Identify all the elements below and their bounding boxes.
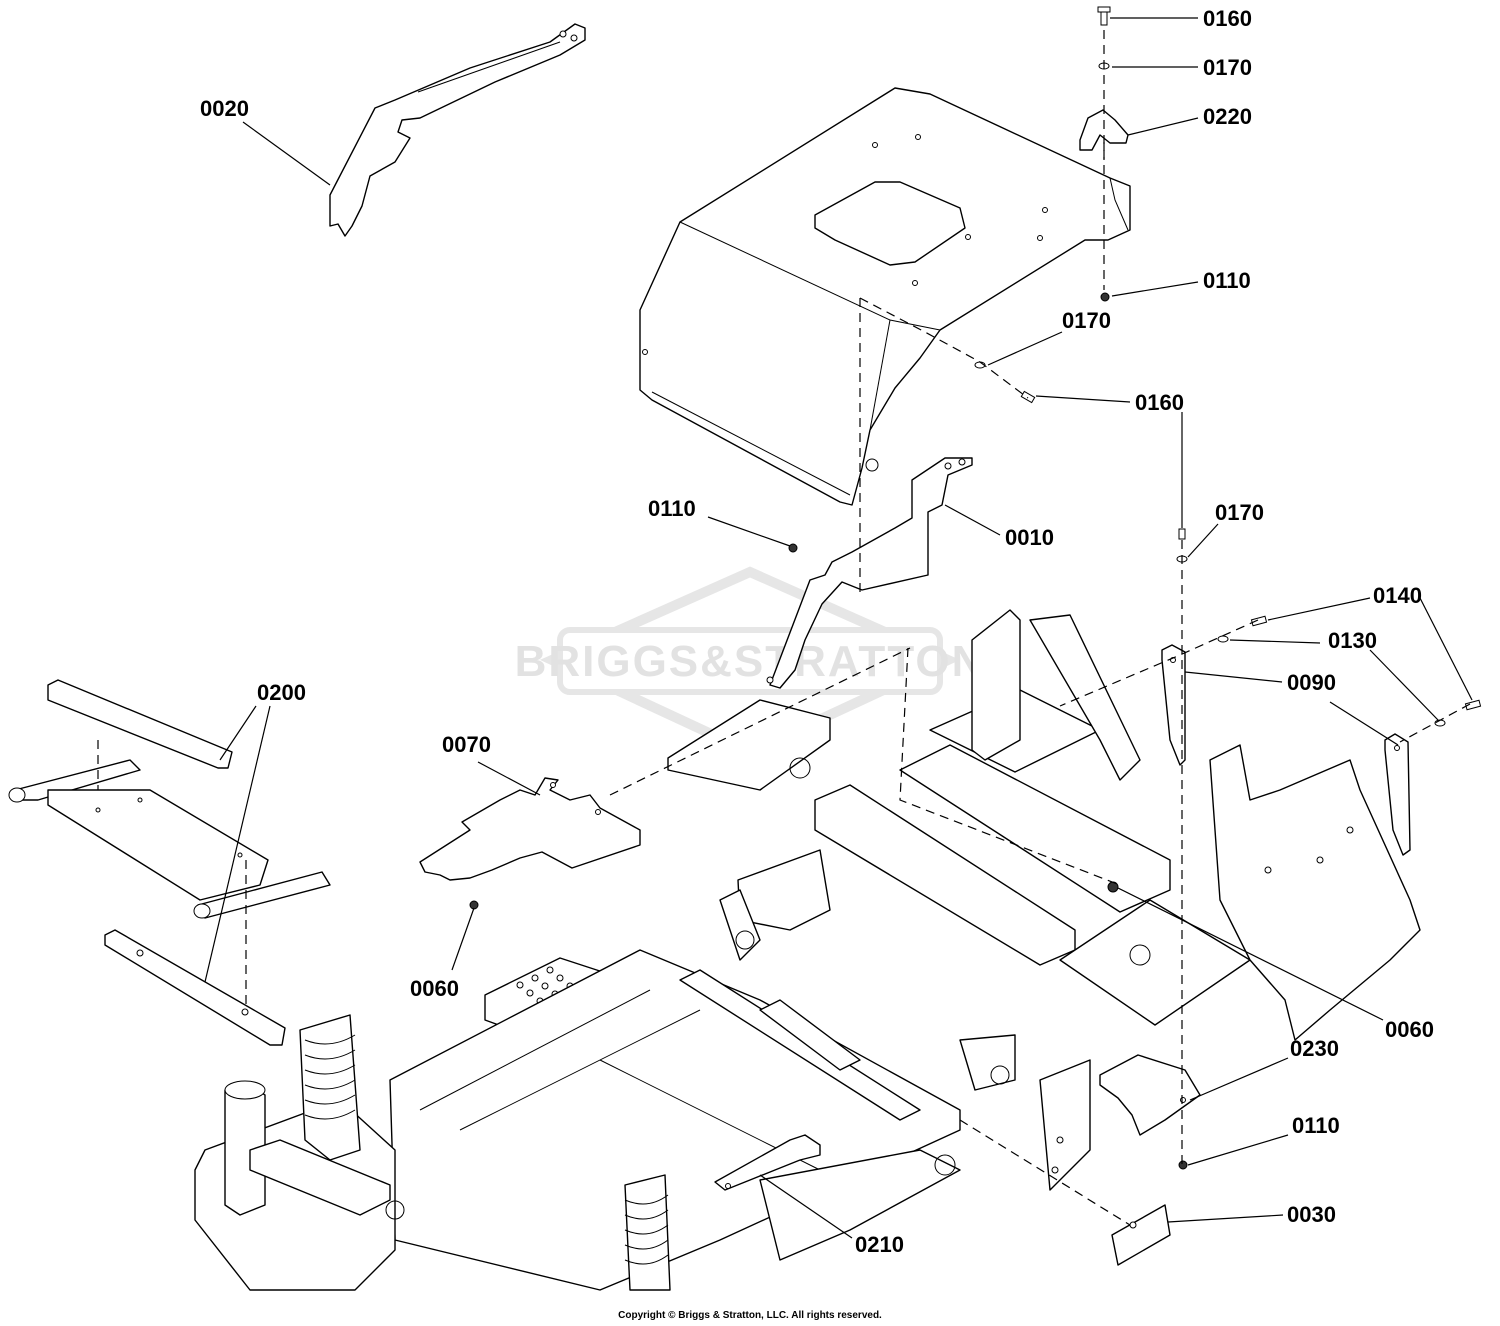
part-0030-plate[interactable] [1111, 1204, 1171, 1266]
part-0020-bracket[interactable] [329, 23, 586, 237]
callout-0090: 0090 [1287, 670, 1336, 695]
part-0010-seat-pan[interactable] [639, 87, 1131, 506]
part-0090-bracket-right[interactable] [1384, 733, 1411, 856]
mower-frame-chassis [194, 609, 1421, 1291]
part-0220-clip[interactable] [1079, 109, 1129, 151]
callout-0230: 0230 [1290, 1036, 1339, 1061]
part-0230-shield[interactable] [1099, 1054, 1201, 1136]
callout-0160-mid: 0160 [1135, 390, 1184, 415]
part-0070-bracket[interactable] [419, 777, 641, 881]
callout-0060-left: 0060 [410, 976, 459, 1001]
callout-0170-lower: 0170 [1215, 500, 1264, 525]
assembly-dashed-lines [97, 30, 1471, 1226]
callout-leader-lines [204, 17, 1473, 1239]
callout-0200: 0200 [257, 680, 306, 705]
callout-0170-mid: 0170 [1062, 308, 1111, 333]
callout-0220: 0220 [1203, 104, 1252, 129]
callout-0070: 0070 [442, 732, 491, 757]
part-0090-bracket-left[interactable] [1161, 644, 1186, 766]
callout-0140: 0140 [1373, 583, 1422, 608]
part-0210-bracket[interactable] [714, 1134, 821, 1191]
copyright-footer: Copyright © Briggs & Stratton, LLC. All … [618, 1310, 882, 1321]
part-0010-lower-bracket[interactable] [766, 457, 973, 689]
callout-0130: 0130 [1328, 628, 1377, 653]
callout-0210: 0210 [855, 1232, 904, 1257]
part-0200-rails[interactable] [8, 679, 331, 1046]
briggs-stratton-watermark-logo: BRIGGS&STRATTON [515, 566, 986, 758]
callout-0060-right: 0060 [1385, 1017, 1434, 1042]
callout-0110-mid: 0110 [648, 496, 696, 521]
callout-0010: 0010 [1005, 525, 1054, 550]
callout-0030: 0030 [1287, 1202, 1336, 1227]
callout-0020: 0020 [200, 96, 249, 121]
callout-0110-top: 0110 [1203, 268, 1251, 293]
hardware-fasteners [469, 6, 1482, 1170]
watermark-text: BRIGGS&STRATTON [515, 637, 986, 686]
callout-0170-top: 0170 [1203, 55, 1252, 80]
callout-0110-bottom: 0110 [1292, 1113, 1340, 1138]
callout-labels: 0020 0160 0170 0220 0110 0170 0160 0170 … [200, 6, 1434, 1257]
callout-0160-top: 0160 [1203, 6, 1252, 31]
